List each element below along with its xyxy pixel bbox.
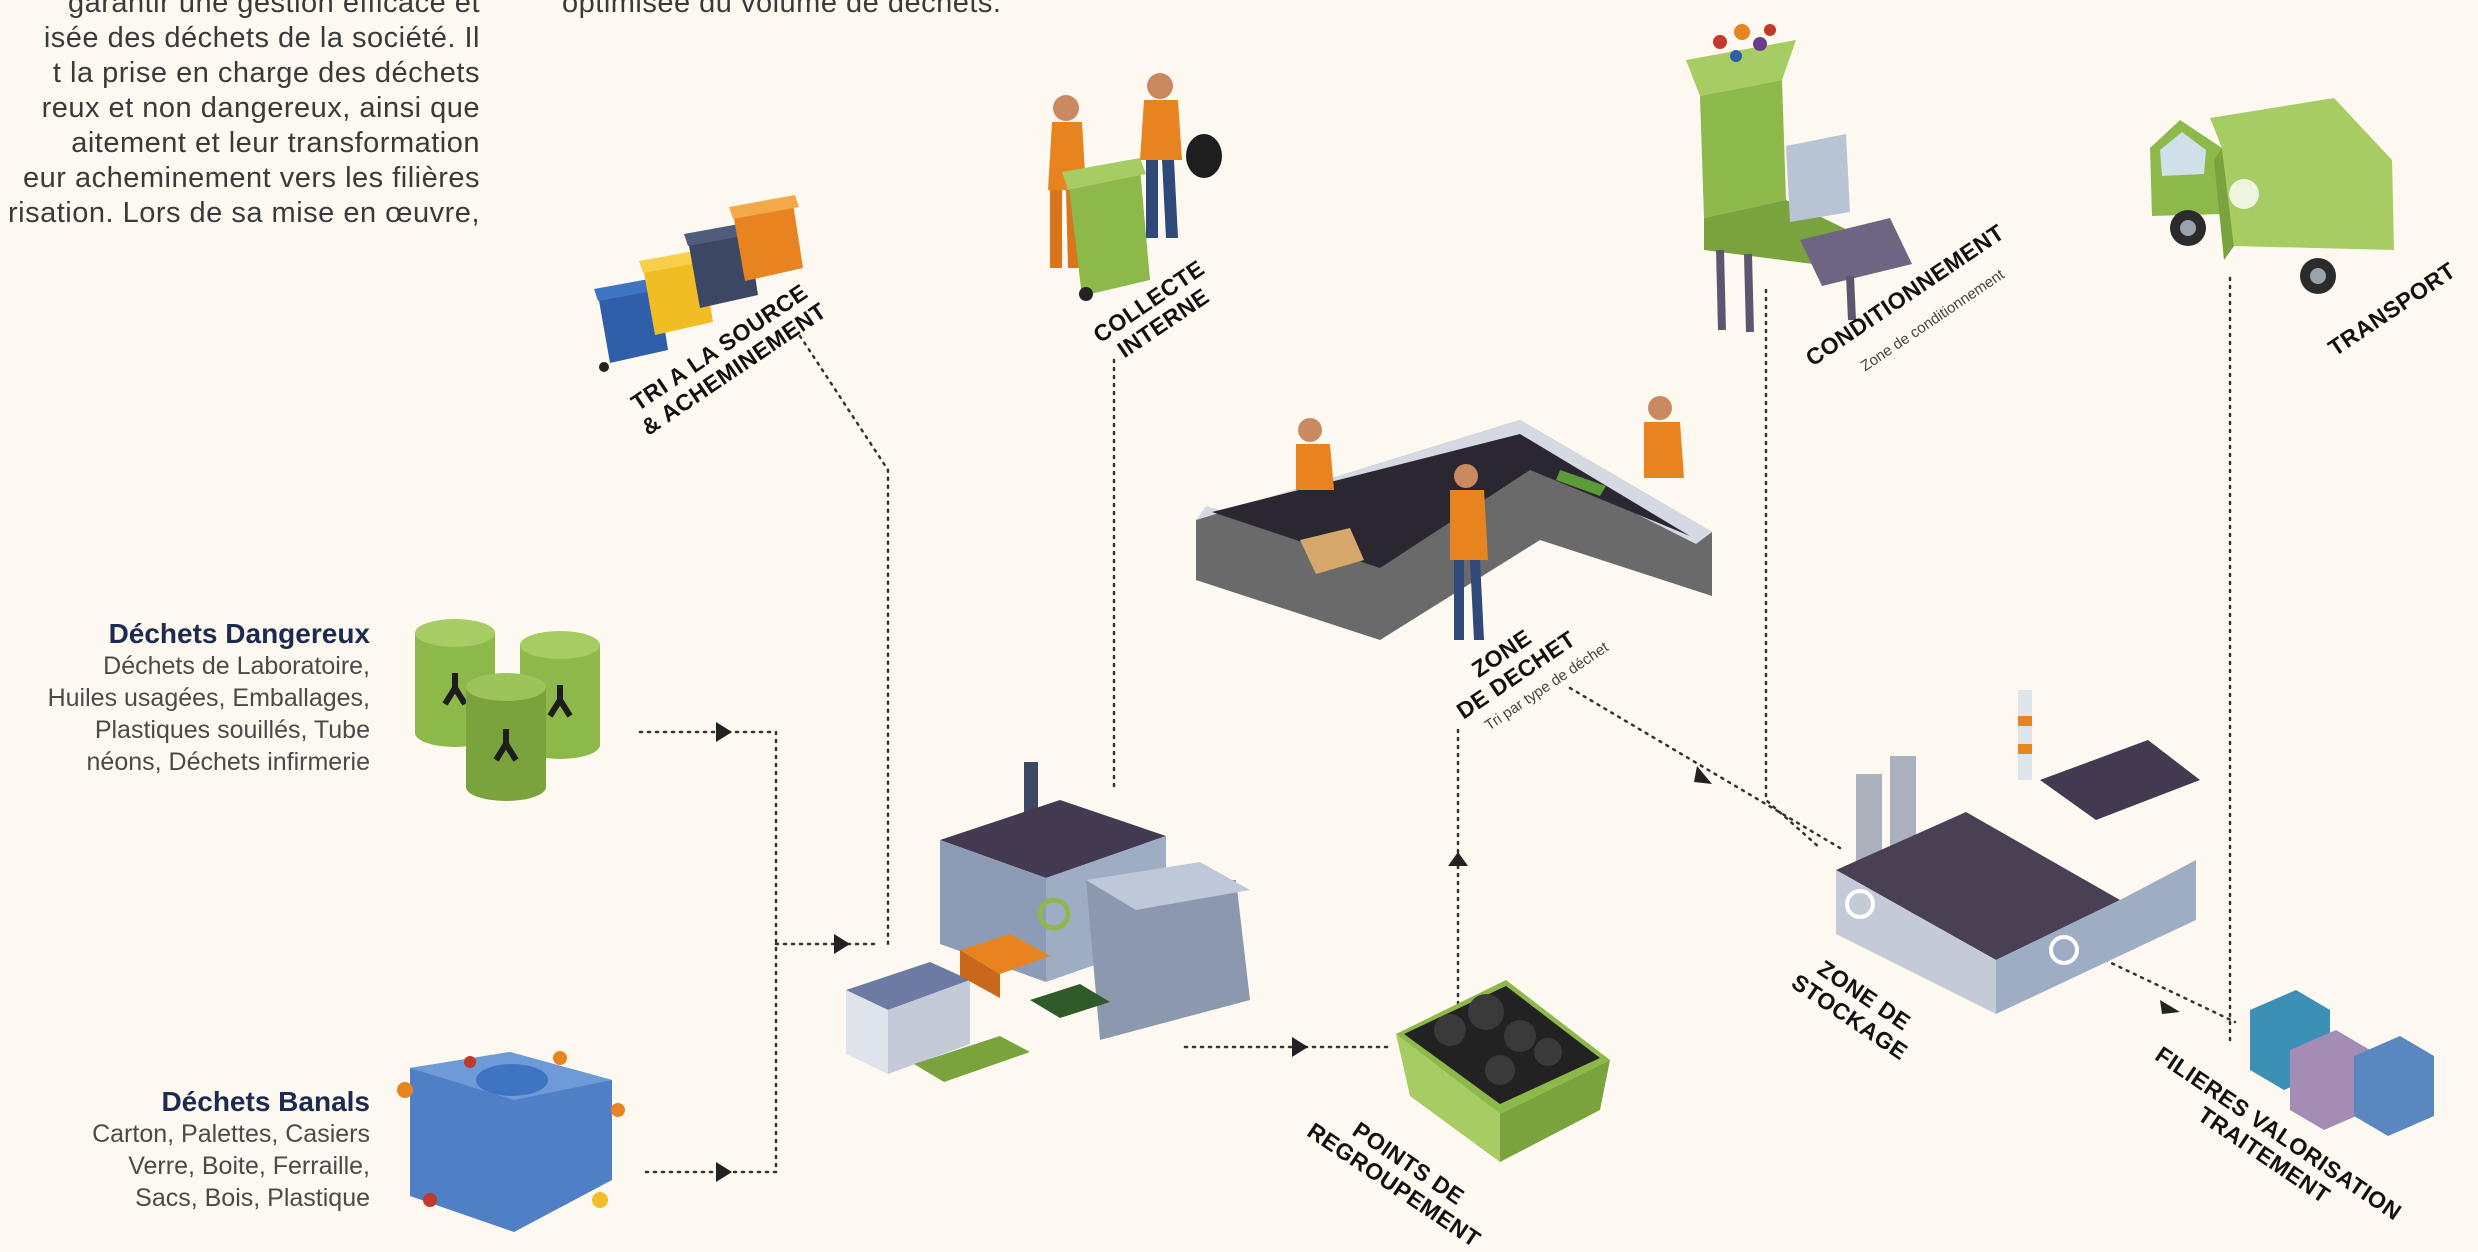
arrow-to-skip <box>1292 1037 1308 1057</box>
bins-icon <box>594 195 803 372</box>
workers-icon <box>1048 73 1222 301</box>
category-dangerous-title: Déchets Dangereux <box>108 618 370 649</box>
sorting-line-icon <box>1196 396 1712 640</box>
category-banal-line: Carton, Palettes, Casiers <box>92 1120 370 1148</box>
intro-paragraph: garantir une gestion efficace et isée de… <box>0 0 480 231</box>
category-dangerous-line: néons, Déchets infirmerie <box>86 748 370 776</box>
intro-line: t la prise en charge des déchets <box>52 57 480 89</box>
category-dangerous-desc: Déchets de Laboratoire, Huiles usagées, … <box>48 650 370 778</box>
warehouse-icon <box>1836 690 2200 1014</box>
arrow-banal <box>716 1162 732 1182</box>
arrow-to-storage <box>1694 766 1712 784</box>
press-machine-icon <box>1686 24 1912 333</box>
category-dangerous-line: Plastiques souillés, Tube <box>94 716 370 744</box>
factory-icon <box>846 762 1250 1082</box>
intro-paragraph-right: optimisée du volume de déchets. <box>562 0 1002 19</box>
connector-tri-to-factory <box>798 334 890 947</box>
arrow-to-filieres <box>2160 1000 2180 1014</box>
category-banal-title: Déchets Banals <box>161 1086 370 1117</box>
intro-line: eur acheminement vers les filières <box>22 162 480 194</box>
category-banal-line: Sacs, Bois, Plastique <box>135 1184 370 1212</box>
connector-storage-to-filieres <box>2103 958 2237 1024</box>
intro-line: reux et non dangereux, ainsi que <box>41 92 480 124</box>
category-dangerous-line: Huiles usagées, Emballages, <box>47 684 370 712</box>
connector-cond-down <box>1764 288 1822 850</box>
barrels-icon <box>415 619 600 801</box>
skip-container-icon <box>1396 980 1610 1162</box>
category-banal-line: Verre, Boite, Ferraille, <box>128 1152 370 1180</box>
waste-pile-icon <box>397 1051 625 1232</box>
intro-line: aitement et leur transformation <box>71 127 480 159</box>
category-dangerous-line: Déchets de Laboratoire, <box>103 652 370 680</box>
truck-icon <box>2150 98 2394 294</box>
arrow-up-zone <box>1448 852 1468 866</box>
category-banal-desc: Carton, Palettes, Casiers Verre, Boite, … <box>92 1118 370 1214</box>
bales-icon <box>2250 990 2434 1136</box>
connector-zone-to-storage <box>1568 686 1842 850</box>
arrow-into-factory <box>834 934 850 954</box>
connector-arrows <box>716 722 2180 1182</box>
intro-line: isée des déchets de la société. Il <box>43 22 480 54</box>
connector-dangerous <box>638 730 778 1174</box>
connector-lines <box>638 276 2237 1174</box>
intro-line: garantir une gestion efficace et <box>67 0 480 19</box>
arrow-dangerous <box>716 722 732 742</box>
intro-line: risation. Lors de sa mise en œuvre, <box>7 197 480 229</box>
